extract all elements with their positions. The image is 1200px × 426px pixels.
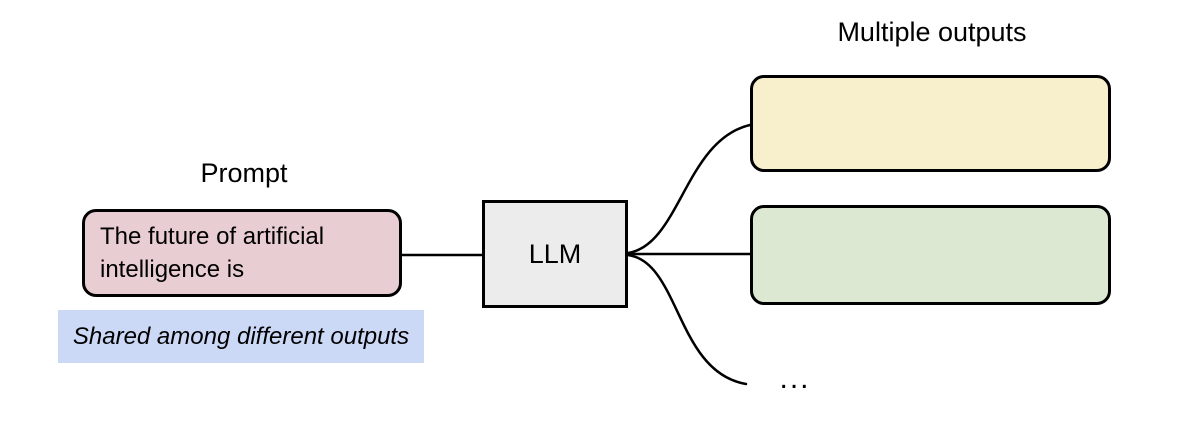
llm-box: LLM	[482, 200, 628, 308]
output-box-1	[750, 75, 1111, 172]
outputs-title: Multiple outputs	[837, 17, 1027, 47]
connector-llm-to-ellipsis	[626, 253, 748, 386]
output-box-2	[750, 205, 1111, 305]
ellipsis-label: ...	[779, 362, 811, 395]
prompt-box-text: The future of artificial intelligence is	[100, 223, 325, 283]
prompt-title: Prompt	[200, 158, 288, 188]
prompt-box: The future of artificial intelligence is	[82, 209, 402, 297]
shared-note-text: Shared among different outputs	[72, 322, 410, 350]
llm-label: LLM	[528, 238, 582, 269]
shared-note: Shared among different outputs	[58, 310, 424, 363]
connector-llm-to-output-1	[626, 123, 752, 255]
